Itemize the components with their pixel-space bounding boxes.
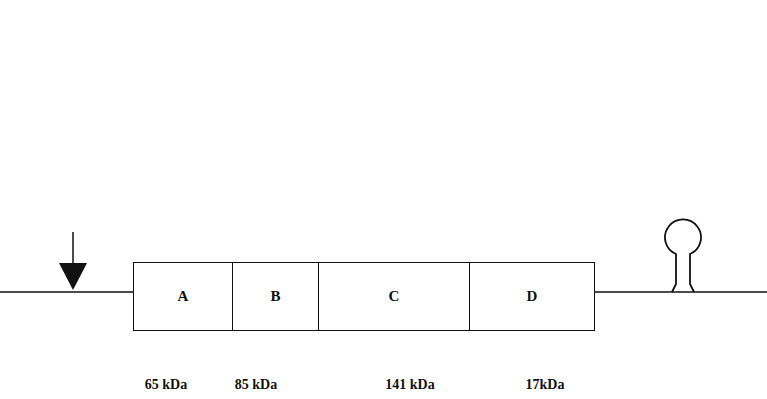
gene-box: A	[133, 262, 233, 331]
gene-name: C	[389, 288, 400, 305]
protein-size-label: 65 kDa	[145, 377, 187, 393]
protein-size-label: 141 kDa	[385, 377, 434, 393]
gene-box: D	[469, 262, 595, 331]
gene-box: C	[318, 262, 470, 331]
promoter-arrowhead	[59, 263, 87, 290]
protein-size-label: 17kDa	[526, 377, 565, 393]
terminator-hairpin	[665, 219, 701, 292]
dna-line	[594, 291, 767, 293]
gene-name: A	[178, 288, 189, 305]
gene-name: D	[527, 288, 538, 305]
gene-name: B	[270, 288, 280, 305]
dna-line	[0, 291, 134, 293]
promoter-arrow-shaft	[72, 232, 74, 266]
protein-size-label: 85 kDa	[235, 377, 277, 393]
gene-box: B	[232, 262, 319, 331]
